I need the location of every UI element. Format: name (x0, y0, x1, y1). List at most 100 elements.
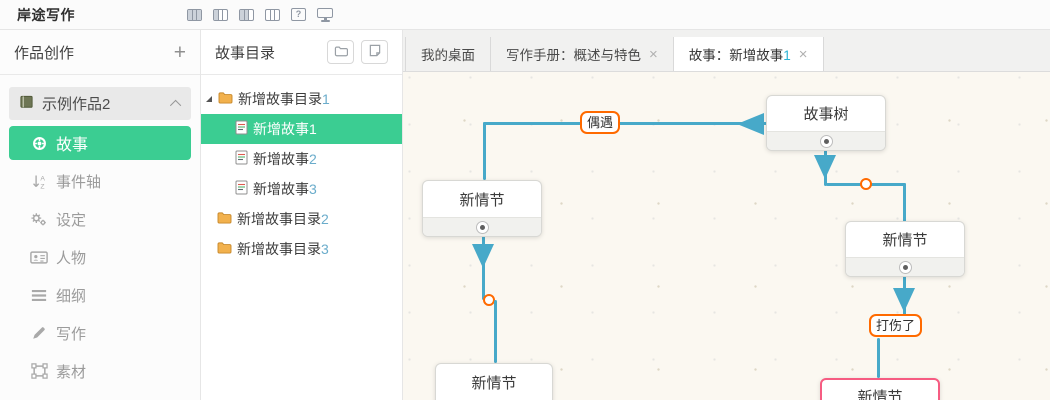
tab-desktop[interactable]: 我的桌面 (405, 37, 491, 71)
edge-segment (494, 300, 497, 363)
flow-node-root[interactable]: 故事树 (766, 95, 886, 151)
close-tab-icon[interactable]: × (798, 45, 808, 63)
column (271, 9, 276, 20)
flow-node-footer (767, 131, 885, 150)
flow-node-plot-4[interactable]: 新情节 (820, 378, 940, 400)
folder-icon (218, 91, 233, 107)
directory-buttons (327, 40, 388, 64)
edge-label[interactable]: 打伤了 (869, 314, 923, 337)
column (214, 9, 219, 20)
tree-item-folder[interactable]: 新增故事目录3 (201, 234, 402, 264)
edge-segment (903, 183, 906, 223)
layout-left-column-icon[interactable] (213, 8, 228, 21)
column (275, 10, 279, 20)
edge-segment (877, 338, 880, 378)
column (266, 9, 271, 20)
doc-icon (235, 180, 248, 198)
doc-icon (235, 120, 248, 138)
sidebar-item-writing[interactable]: 写作 (9, 314, 191, 352)
story-map-canvas[interactable]: 偶遇 打伤了 故事树新情节新情节新情节新情节 (403, 72, 1050, 400)
column (223, 10, 227, 20)
tree-expand-caret-icon[interactable] (206, 96, 212, 102)
tab-story[interactable]: 故事：新增故事1× (673, 37, 824, 71)
column (188, 9, 193, 20)
flow-node-plot-1[interactable]: 新情节 (422, 180, 542, 237)
flow-node-plot-2[interactable]: 新情节 (845, 221, 965, 277)
sidebar-item-character[interactable]: 人物 (9, 238, 191, 276)
material-frame-icon (30, 362, 48, 380)
edge-label[interactable]: 偶遇 (580, 111, 621, 134)
close-tab-icon[interactable]: × (649, 45, 658, 63)
new-folder-button[interactable] (327, 40, 354, 64)
sidebar-item-story[interactable]: 故事 (9, 126, 191, 160)
column (244, 9, 250, 20)
node-port-radio[interactable] (475, 220, 489, 234)
tree-item-label: 新增故事目录3 (237, 241, 329, 257)
layout-columns-all-icon[interactable] (187, 8, 202, 21)
node-port-radio[interactable] (819, 134, 833, 148)
sidebar-title: 作品创作 (14, 44, 75, 62)
sidebar-item-setting[interactable]: 设定 (9, 200, 191, 238)
base (320, 19, 330, 22)
sidebar-item-label: 细纲 (56, 287, 87, 305)
lifebuoy-icon (30, 134, 48, 152)
directory-header: 故事目录 (201, 30, 402, 75)
column (192, 9, 198, 20)
tree-item-folder[interactable]: 新增故事目录1 (201, 84, 402, 114)
layout-two-columns-icon[interactable] (239, 8, 254, 21)
app-title: 岸途写作 (17, 6, 75, 23)
topbar: 岸途写作 ? (0, 0, 1050, 30)
stand (323, 17, 327, 20)
tree-item-doc[interactable]: 新增故事3 (201, 174, 402, 204)
topbar-icons: ? (187, 7, 333, 22)
outline-lines-icon (30, 286, 48, 304)
edge-joint-marker[interactable] (860, 178, 872, 190)
note-outline-icon (369, 44, 381, 60)
sidebar-item-label: 写作 (56, 325, 87, 343)
svg-text:Z: Z (40, 183, 44, 190)
directory-title: 故事目录 (215, 44, 276, 62)
new-doc-button[interactable] (361, 40, 388, 64)
sidebar-item-material[interactable]: 素材 (9, 352, 191, 390)
tree-item-doc[interactable]: 新增故事1 (201, 114, 402, 144)
doc-icon (235, 150, 248, 168)
screen (317, 7, 333, 18)
layout-columns-outline-icon[interactable] (265, 8, 280, 21)
folder-icon (217, 241, 232, 257)
sidebar-item-label: 事件轴 (56, 173, 102, 191)
sidebar-item-label: 故事 (56, 137, 89, 154)
gears-icon (30, 210, 48, 228)
tree-item-label: 新增故事1 (253, 121, 317, 137)
help-icon[interactable]: ? (291, 8, 306, 21)
node-port-radio[interactable] (898, 260, 912, 274)
chevron-up-icon[interactable] (169, 99, 182, 111)
monitor-icon[interactable] (317, 7, 333, 22)
sidebar-item-outline[interactable]: 细纲 (9, 276, 191, 314)
flow-node-plot-3[interactable]: 新情节 (435, 363, 553, 400)
work-item[interactable]: 示例作品2 (9, 87, 191, 120)
svg-text:A: A (40, 175, 45, 182)
tree-item-label: 新增故事目录2 (237, 211, 329, 227)
edge-arrow-down (472, 244, 494, 268)
tree-item-label: 新增故事目录1 (238, 91, 330, 107)
tree-item-folder[interactable]: 新增故事目录2 (201, 204, 402, 234)
book-icon (19, 95, 34, 113)
idcard-icon (30, 248, 48, 266)
tree-item-doc[interactable]: 新增故事2 (201, 144, 402, 174)
tab-manual[interactable]: 写作手册：概述与特色× (491, 37, 674, 71)
flow-node-label: 新情节 (882, 232, 928, 249)
flow-node-label: 新情节 (459, 191, 505, 209)
pencil-icon (30, 324, 48, 342)
folder-icon (217, 211, 232, 227)
sidebar-item-label: 素材 (56, 363, 87, 381)
add-work-button[interactable]: + (173, 40, 186, 64)
edge-segment (483, 122, 767, 125)
